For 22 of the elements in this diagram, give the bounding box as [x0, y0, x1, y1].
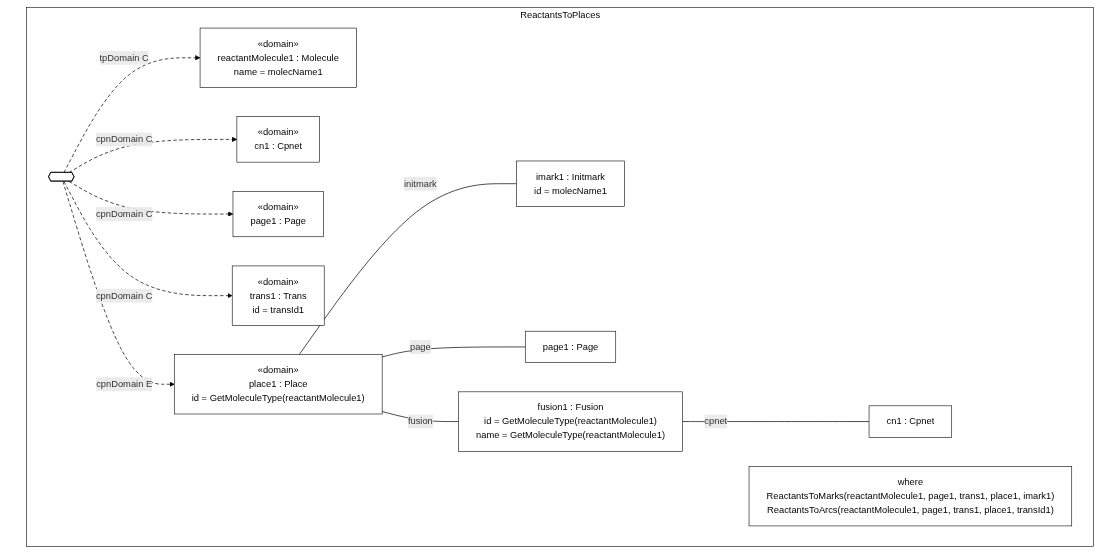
edge-label: cpnDomain C: [95, 134, 153, 145]
node-box: «domain» trans1 : Trans id = transId1: [231, 265, 325, 326]
edge-label: fusion: [407, 416, 433, 427]
node-box: imark1 : Initmark id = molecName1: [516, 160, 625, 207]
edge-label: cpnDomain C: [95, 290, 153, 301]
node-box: «domain» place1 : Place id = GetMoleculeType(reactantMolecule1): [173, 354, 383, 415]
connector: [682, 421, 870, 422]
node-box: page1 : Page: [524, 330, 616, 363]
edge-label: cpnDomain E: [96, 379, 153, 389]
edge-label: tpDomain C: [99, 52, 149, 63]
connector: [298, 183, 517, 355]
node-box: cn1 : Cpnet: [868, 405, 952, 438]
node-box: «domain» reactantMolecule1 : Molecule name = molecName1: [199, 27, 357, 88]
edge-label: cpnet: [704, 416, 728, 427]
connector: [381, 346, 526, 358]
edge-label: initmark: [403, 178, 437, 189]
node-box: «domain» page1 : Page: [232, 191, 324, 238]
node-box: «domain» cn1 : Cpnet: [236, 116, 320, 163]
edge-label: cpnDomain C: [95, 208, 153, 219]
node-box: fusion1 : Fusion id = GetMoleculeType(reactantMolecule1) name = GetMoleculeType(reactantMolecule1): [458, 391, 683, 452]
node-box: where ReactantsToMarks(reactantMolecule1, page1, trans1, place1, imark1) ReactantsToArcs(reactantMolecule1, page1, trans1, place1, transId1): [748, 466, 1072, 527]
edge-label: page: [409, 341, 431, 352]
